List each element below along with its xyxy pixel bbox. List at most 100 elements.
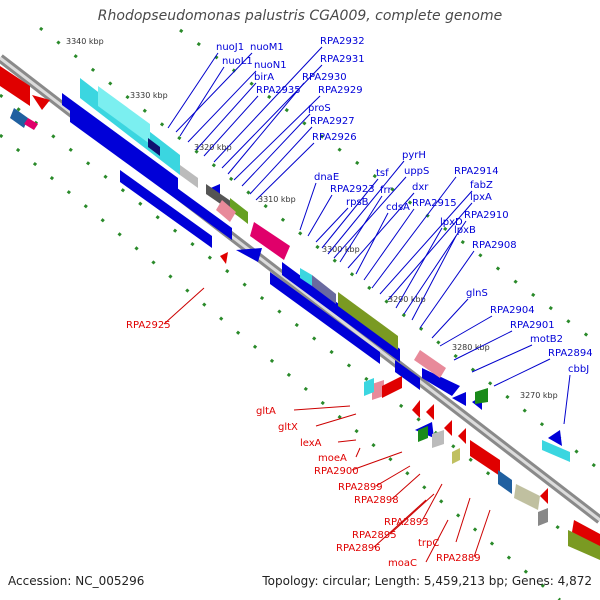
forward-gene-label: cdsA: [386, 202, 410, 213]
label-leader-line: [249, 126, 313, 195]
forward-gene-label: RPA2908: [472, 240, 517, 251]
forward-gene-label: frr: [380, 185, 392, 196]
forward-gene-label: RPA2915: [412, 198, 457, 209]
label-leader-line: [321, 178, 379, 249]
forward-gene-label: lpxA: [470, 192, 492, 203]
label-leader-line: [293, 405, 351, 411]
kbp-tick-label: 3320 kbp: [194, 143, 232, 152]
forward-gene-label: motB2: [530, 334, 563, 345]
label-leader-line: [371, 176, 457, 289]
grey-gene-block: [180, 165, 198, 188]
forward-gene-label: nuoM1: [250, 42, 284, 53]
forward-gene-label: uppS: [404, 166, 429, 177]
reverse-gene-block: [372, 380, 384, 400]
reverse-gene-label: RPA2895: [352, 530, 397, 541]
forward-gene-label: lpxD: [440, 217, 463, 228]
reverse-strand-genes: [0, 66, 600, 546]
label-leader-line: [387, 202, 473, 301]
kbp-tick-label: 3270 kbp: [520, 391, 558, 400]
forward-gene-label: RPA2904: [490, 305, 535, 316]
purple-gene-block: [312, 275, 336, 304]
label-leader-line: [307, 194, 333, 237]
forward-gene-label: dnaE: [314, 172, 339, 183]
forward-gene-label: lpxB: [454, 225, 476, 236]
reverse-gene-block: [10, 108, 28, 128]
label-leader-line: [337, 439, 357, 443]
kbp-tick-label: 3290 kbp: [388, 295, 426, 304]
label-leader-line: [187, 70, 257, 143]
forward-gene-label: RPA2894: [548, 348, 593, 359]
label-leader-line: [203, 95, 259, 157]
forward-gene-label: RPA2931: [320, 54, 365, 65]
label-leader-line: [315, 413, 357, 427]
label-leader-line: [439, 315, 493, 347]
forward-gene-label: RPA2926: [312, 132, 357, 143]
reverse-gene-block: [514, 484, 540, 510]
label-leader-line: [493, 358, 551, 387]
label-leader-line: [241, 113, 311, 187]
label-leader-line: [395, 227, 443, 309]
reverse-gene-block: [364, 378, 374, 396]
label-leader-line: [327, 160, 405, 255]
forward-gene-label: RPA2910: [464, 210, 509, 221]
label-leader-line: [163, 287, 205, 325]
label-leader-line: [373, 499, 427, 548]
reverse-gene-label: RPA2899: [338, 482, 383, 493]
map-title: Rhodopseudomonas palustris CGA009, compl…: [97, 8, 503, 24]
green-gene-block: [230, 198, 248, 224]
forward-gene-label: fabZ: [470, 180, 493, 191]
forward-gene-label: RPA2929: [318, 85, 363, 96]
label-leader-line: [195, 82, 257, 151]
forward-gene-label: rpsB: [346, 197, 369, 208]
guide-dots: [0, 26, 600, 600]
label-leader-line: [473, 509, 491, 558]
forward-gene-block: [282, 262, 400, 362]
label-leader-line: [375, 465, 411, 487]
olive-gene-block: [568, 530, 600, 560]
green-gene-block: [475, 388, 488, 404]
label-leader-line: [453, 330, 513, 361]
cyan-gene-block: [300, 268, 312, 286]
reverse-gene-label: RPA2898: [354, 495, 399, 506]
reverse-gene-label: lexA: [300, 438, 322, 449]
forward-gene-block: [270, 272, 380, 364]
forward-gene-label: RPA2901: [510, 320, 555, 331]
reverse-gene-block: [382, 376, 402, 398]
reverse-gene-block: [216, 200, 236, 222]
reverse-gene-block: [0, 66, 30, 106]
reverse-gene-label: RPA2896: [336, 543, 381, 554]
forward-gene-label: RPA2930: [302, 72, 347, 83]
forward-gene-label: cbbJ: [568, 364, 589, 375]
label-leader-line: [563, 374, 571, 425]
forward-gene-label: RPA2914: [454, 166, 499, 177]
forward-gene-label: nuoN1: [254, 60, 287, 71]
reverse-gene-label: gltA: [256, 406, 276, 417]
forward-gene-label: RPA2932: [320, 36, 365, 47]
label-leader-line: [255, 142, 315, 201]
label-leader-line: [355, 447, 361, 458]
label-leader-line: [379, 190, 473, 295]
label-leader-line: [299, 182, 317, 231]
forward-gene-block: [422, 368, 460, 396]
reverse-gene-label: moaC: [388, 558, 417, 569]
accession-label: Accession: NC_005296: [8, 574, 145, 588]
reverse-gene-block: [32, 95, 50, 110]
darkblue-gene-block: [148, 138, 160, 156]
forward-gene-label: dxr: [412, 182, 429, 193]
forward-gene-block: [548, 430, 562, 446]
forward-gene-block: [70, 110, 232, 240]
olive-gene-block: [338, 292, 398, 350]
label-leader-line: [363, 208, 415, 281]
forward-gene-label: pyrH: [402, 150, 426, 161]
label-leader-line: [221, 64, 323, 169]
reverse-gene-label: moeA: [318, 453, 347, 464]
genome-summary: Topology: circular; Length: 5,459,213 bp…: [262, 574, 592, 588]
reverse-gene-block: [498, 470, 512, 494]
label-leader-line: [391, 473, 421, 500]
label-leader-line: [421, 483, 443, 522]
reverse-gene-labels: RPA2925gltAgltXlexAmoeARPA2900RPA2899RPA…: [126, 287, 491, 569]
